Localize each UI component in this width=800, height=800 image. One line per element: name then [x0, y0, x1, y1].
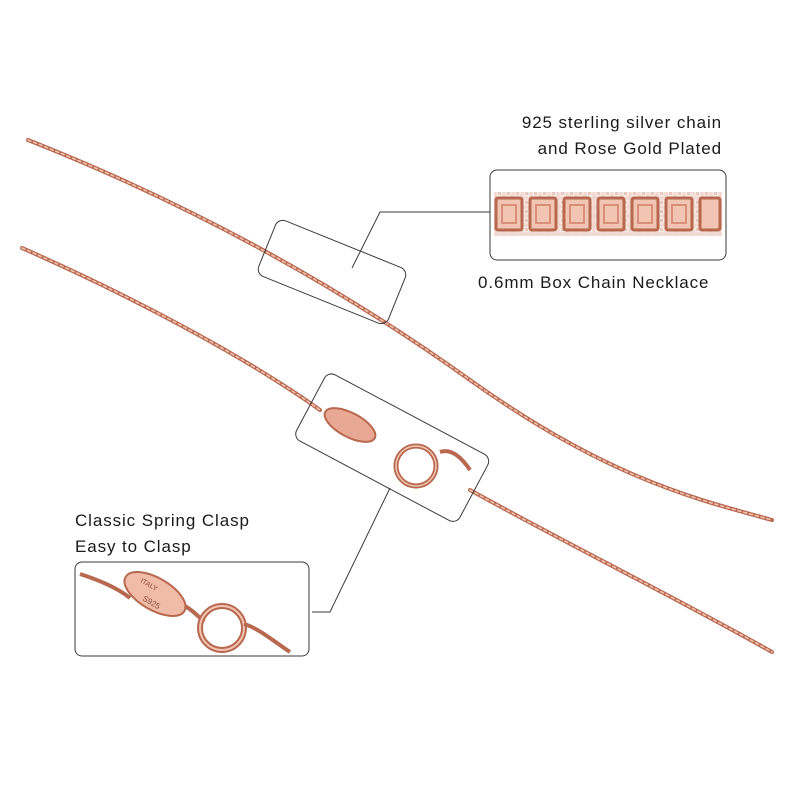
- chain-material-label: 925 sterling silver chain and Rose Gold …: [522, 110, 722, 162]
- chain-material-line2: and Rose Gold Plated: [537, 139, 722, 158]
- chain-strand-lower: [20, 246, 322, 412]
- clasp-zoom-inset: ITALY S925: [74, 561, 310, 657]
- clasp-leader-line: [312, 487, 391, 613]
- clasp-highlight-box: [295, 373, 490, 522]
- chain-leader-line: [351, 211, 490, 269]
- chain-caption: 0.6mm Box Chain Necklace: [478, 273, 710, 292]
- chain-highlight-box: [257, 219, 407, 325]
- chain-zoom-inset: [489, 169, 727, 261]
- chain-material-line1: 925 sterling silver chain: [521, 113, 722, 132]
- clasp-label: Classic Spring Clasp Easy to Clasp: [75, 508, 250, 560]
- chain-clasp: [323, 407, 472, 489]
- clasp-line2: Easy to Clasp: [75, 537, 192, 556]
- clasp-line1: Classic Spring Clasp: [75, 511, 250, 530]
